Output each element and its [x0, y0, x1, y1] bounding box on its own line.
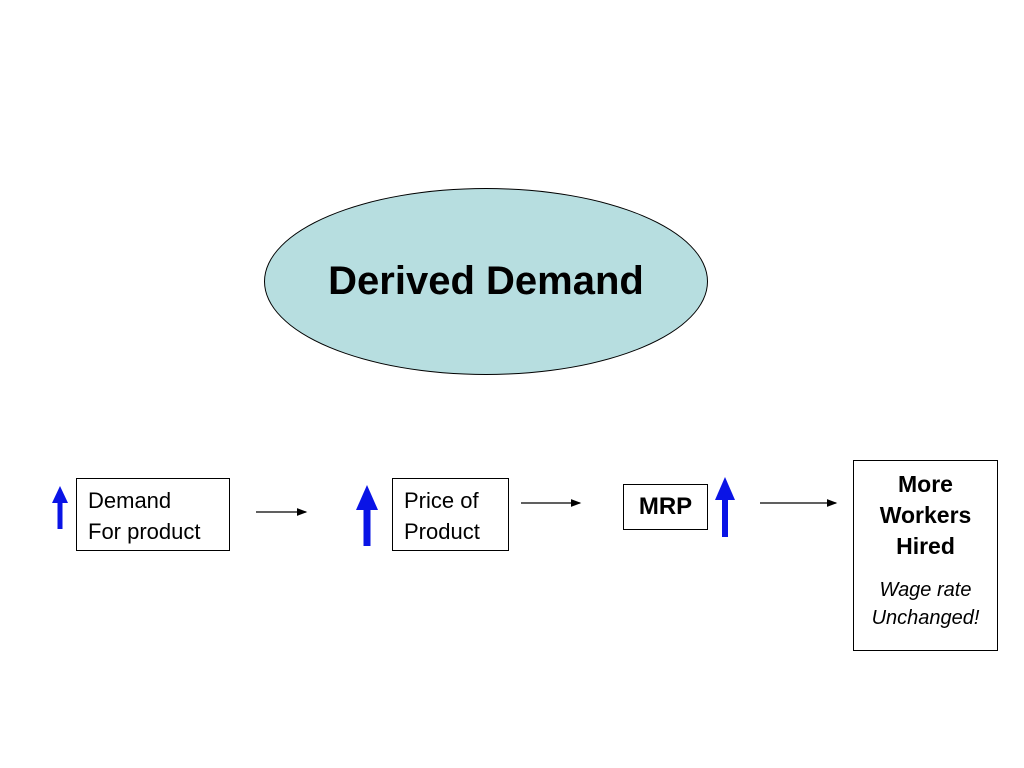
slide-title: Derived Demand [328, 259, 644, 303]
result-box: More Workers Hired Wage rate Unchanged! [853, 460, 998, 651]
result-line: Workers [879, 502, 972, 528]
box-label-line: MRP [638, 493, 693, 520]
demand-for-product-box: Demand For product [76, 478, 230, 551]
box-label-line: Price of [404, 488, 479, 513]
up-arrow-icon [356, 485, 378, 546]
result-heading: More Workers Hired [854, 469, 997, 562]
note-line: Wage rate [879, 579, 972, 601]
box-label-line: Product [404, 519, 480, 544]
result-line: More [898, 471, 953, 497]
up-arrow-icon [52, 486, 68, 529]
price-of-product-box: Price of Product [392, 478, 509, 551]
title-ellipse: Derived Demand [264, 188, 708, 375]
mrp-box: MRP [623, 484, 708, 530]
up-arrow-icon [715, 477, 735, 537]
note-line: Unchanged! [871, 607, 980, 629]
box-label-line: For product [88, 519, 201, 544]
result-line: Hired [896, 533, 955, 559]
result-note: Wage rate Unchanged! [854, 576, 997, 632]
box-label-line: Demand [88, 488, 172, 513]
